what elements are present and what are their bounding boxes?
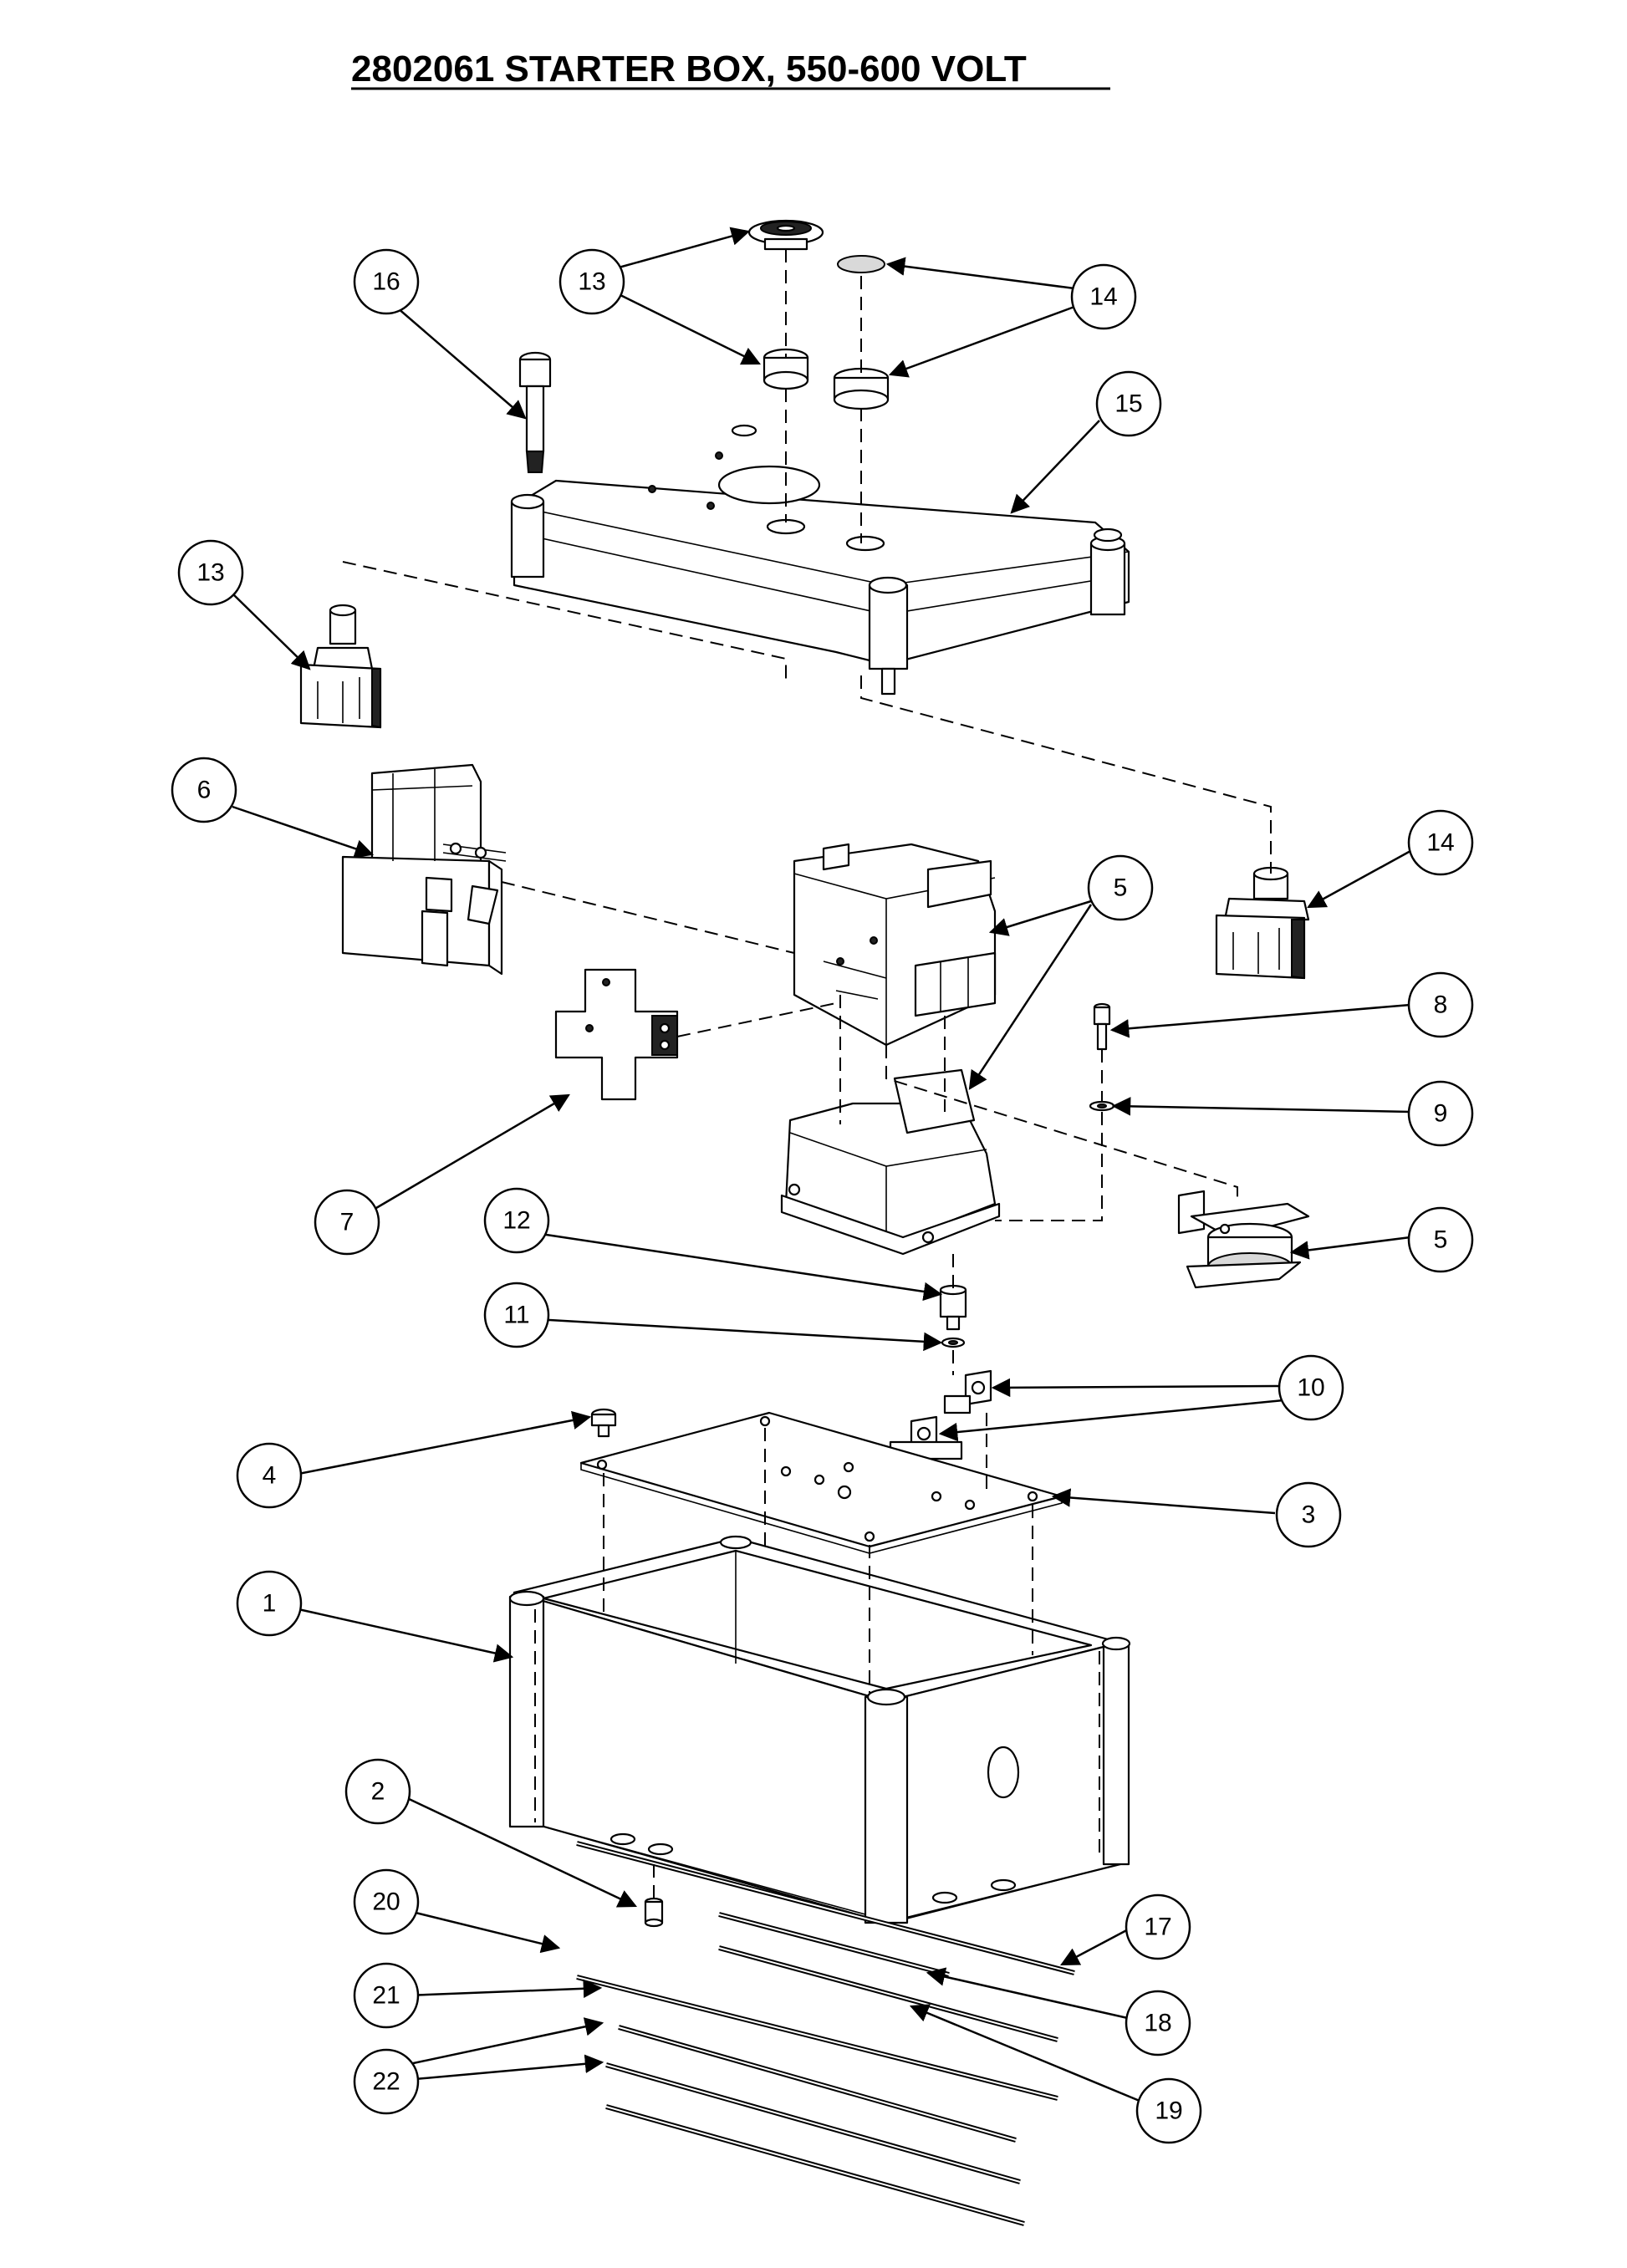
terminal-lug-part-10	[889, 1369, 992, 1460]
screw-part-8	[1093, 1002, 1111, 1051]
callout-9: 9	[1407, 1080, 1474, 1147]
pilot-light-body-part-14	[1215, 866, 1310, 980]
screw-part-4	[590, 1408, 617, 1438]
pushbutton-cap-part-13	[747, 219, 824, 390]
leader-lines	[232, 227, 1411, 2107]
callout-13-top: 13	[558, 248, 625, 315]
callout-2: 2	[344, 1758, 411, 1825]
svg-text:4: 4	[263, 1462, 277, 1490]
svg-text:3: 3	[1302, 1501, 1316, 1529]
callout-21: 21	[353, 1962, 420, 2029]
cover-part-15	[510, 424, 1130, 696]
svg-text:16: 16	[372, 268, 400, 296]
callout-14-top: 14	[1070, 263, 1137, 330]
svg-text:19: 19	[1155, 2097, 1182, 2125]
callout-5-upper: 5	[1087, 854, 1154, 921]
svg-text:9: 9	[1434, 1100, 1448, 1128]
svg-text:1: 1	[263, 1590, 277, 1618]
svg-text:21: 21	[372, 1982, 400, 2010]
wire-part-18	[718, 1912, 950, 1977]
callout-5-coil: 5	[1407, 1206, 1474, 1273]
callout-18: 18	[1125, 1990, 1191, 2056]
wire-part-21	[618, 2025, 1017, 2143]
callout-22: 22	[353, 2048, 420, 2115]
washer-part-11	[941, 1337, 966, 1348]
svg-text:10: 10	[1297, 1374, 1324, 1402]
callout-6: 6	[171, 757, 237, 823]
callout-13-left: 13	[177, 539, 244, 606]
svg-text:14: 14	[1089, 283, 1117, 311]
page-title: 2802061 STARTER BOX, 550-600 VOLT	[351, 48, 1027, 89]
wire-part-22	[605, 2062, 1025, 2226]
callout-1: 1	[236, 1570, 303, 1637]
bolt-part-12	[939, 1284, 967, 1331]
wire-part-20	[576, 1975, 1058, 2101]
callout-12: 12	[483, 1187, 550, 1254]
wire-part-17	[576, 1841, 1075, 1975]
svg-text:20: 20	[372, 1888, 400, 1916]
callout-14-right: 14	[1407, 809, 1474, 876]
svg-text:13: 13	[196, 559, 224, 587]
svg-text:12: 12	[502, 1207, 530, 1235]
svg-text:14: 14	[1426, 829, 1454, 857]
svg-text:18: 18	[1144, 2010, 1171, 2037]
callout-20: 20	[353, 1868, 420, 1935]
callout-10: 10	[1278, 1354, 1344, 1421]
mounting-plate-part-3	[579, 1411, 1063, 1554]
svg-text:8: 8	[1434, 991, 1448, 1019]
contactor-base-part-5	[780, 1068, 1001, 1256]
wire-part-19	[718, 1945, 1058, 2042]
contactor-upper-part-5	[793, 843, 997, 1047]
callout-16: 16	[353, 248, 420, 315]
svg-text:17: 17	[1144, 1914, 1171, 1941]
coil-part-5	[1177, 1190, 1310, 1289]
svg-text:7: 7	[340, 1209, 354, 1236]
auxiliary-contact-part-7	[554, 968, 679, 1101]
callout-15: 15	[1095, 370, 1162, 437]
callout-3: 3	[1275, 1481, 1342, 1548]
svg-text:13: 13	[578, 268, 605, 296]
callout-7: 7	[314, 1189, 380, 1256]
callout-4: 4	[236, 1442, 303, 1509]
callout-11: 11	[483, 1282, 550, 1348]
assembly-lines	[342, 249, 1272, 1898]
svg-text:22: 22	[372, 2068, 400, 2096]
svg-text:2: 2	[371, 1778, 385, 1806]
spacer-part-2	[644, 1897, 664, 1928]
bolt-part-16	[518, 351, 552, 473]
enclosure-part-1	[508, 1535, 1131, 1924]
callout-19: 19	[1135, 2077, 1202, 2144]
washer-part-9	[1089, 1100, 1115, 1112]
callout-17: 17	[1125, 1893, 1191, 1960]
svg-text:5: 5	[1114, 874, 1128, 902]
svg-text:15: 15	[1114, 390, 1142, 418]
svg-text:5: 5	[1434, 1226, 1448, 1254]
svg-text:11: 11	[503, 1302, 529, 1329]
callout-8: 8	[1407, 971, 1474, 1038]
svg-text:6: 6	[197, 777, 212, 804]
pushbutton-body-part-13	[299, 604, 382, 729]
overload-relay-part-6	[341, 763, 507, 976]
